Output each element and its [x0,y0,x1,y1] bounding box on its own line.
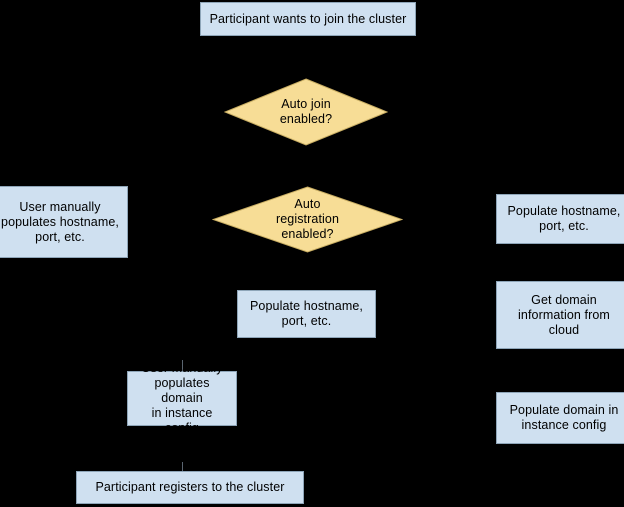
connector-to-user-manual-domain [182,360,183,371]
node-populate-hostname-right[interactable]: Populate hostname, port, etc. [496,194,624,244]
node-participant-registers-to-cluster[interactable]: Participant registers to the cluster [76,471,304,504]
node-label: Auto registration enabled? [275,197,340,241]
diamond-shape [212,186,403,253]
connector-to-end [182,462,183,471]
node-get-domain-information-from-cloud[interactable]: Get domain information from cloud [496,281,624,349]
node-label: User manually populates hostname, port, … [1,199,119,244]
node-label: Participant wants to join the cluster [209,11,407,26]
node-label: User manually populates domain in instan… [141,361,223,435]
node-label: Get domain information from cloud [518,292,610,337]
node-user-manually-populates-hostname[interactable]: User manually populates hostname, port, … [0,186,128,258]
node-label: Auto join enabled? [279,97,333,126]
node-participant-wants-to-join[interactable]: Participant wants to join the cluster [200,2,416,36]
node-populate-domain-right[interactable]: Populate domain in instance config [496,392,624,444]
diamond-shape [224,78,388,146]
node-label: Participant registers to the cluster [95,480,285,494]
node-populate-hostname-middle[interactable]: Populate hostname, port, etc. [237,290,376,338]
node-auto-join-enabled-decision[interactable]: Auto join enabled? [224,78,388,146]
node-label: Populate hostname, port, etc. [507,204,621,233]
node-label: Populate domain in instance config [509,403,619,432]
node-user-manually-populates-domain[interactable]: User manually populates domain in instan… [127,361,237,435]
node-auto-registration-enabled-decision[interactable]: Auto registration enabled? [212,186,403,253]
node-label: Populate hostname, port, etc. [250,299,363,328]
